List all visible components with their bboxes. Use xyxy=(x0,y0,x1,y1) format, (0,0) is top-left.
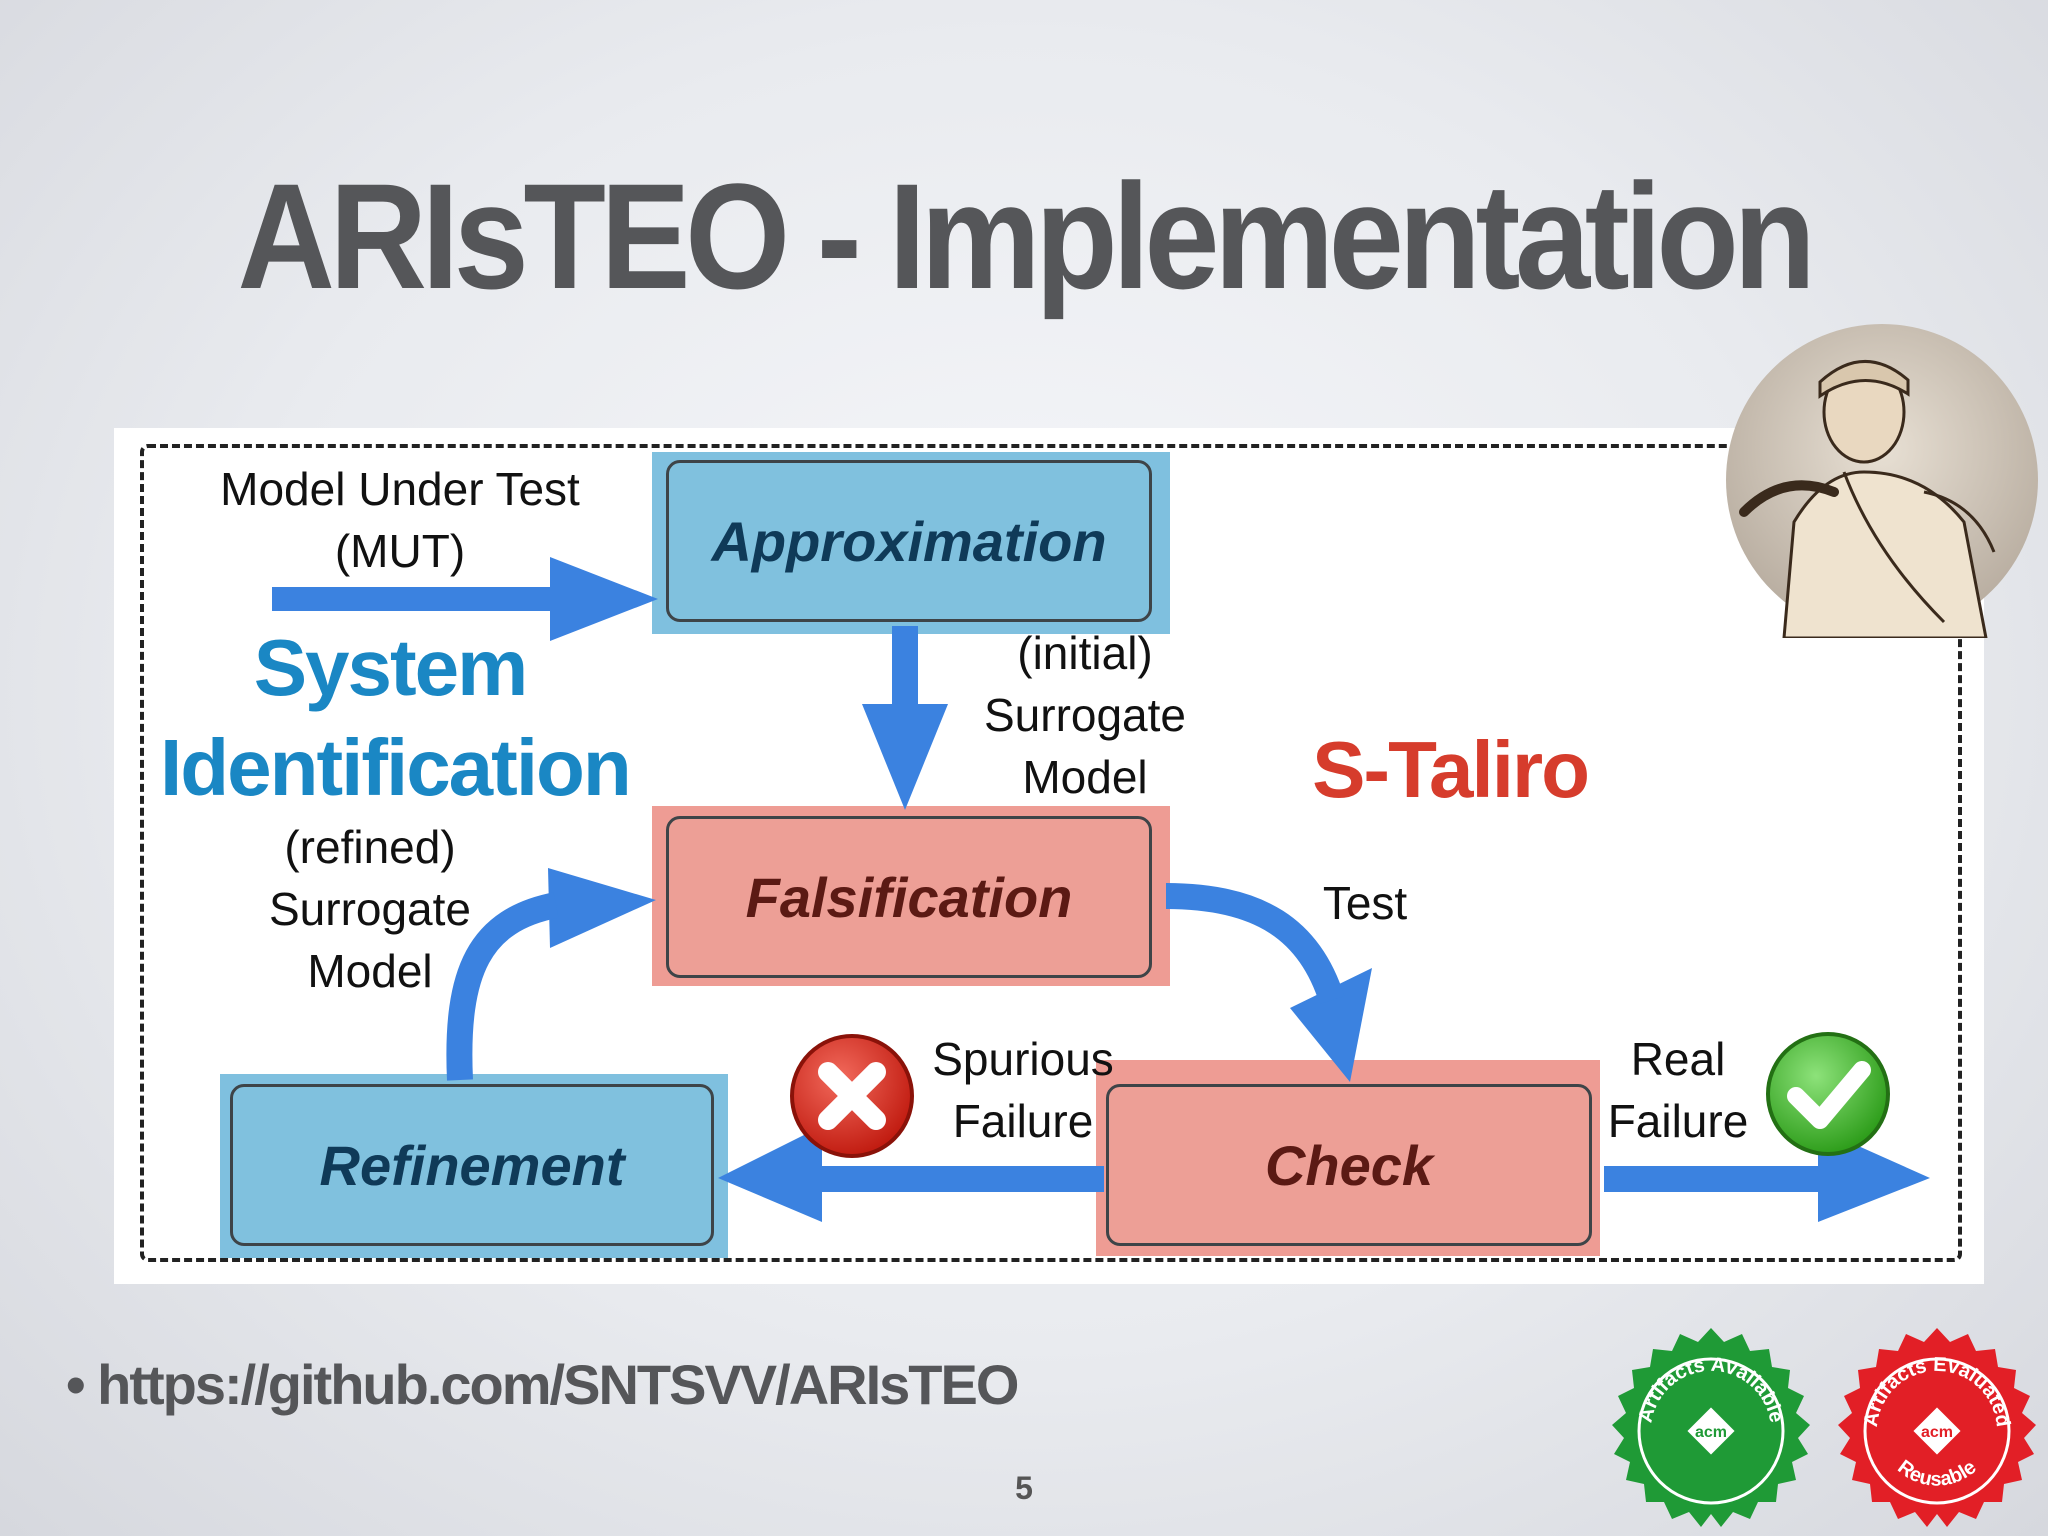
staliro-label: S-Taliro xyxy=(1312,725,1590,814)
system-identification-label: System Identification xyxy=(160,623,632,812)
arrow-mut-to-approximation xyxy=(272,557,658,641)
acm-artifacts-available-badge-icon: Artifacts Available acm xyxy=(1612,1328,1810,1527)
arrow-refinement-head xyxy=(548,868,656,948)
mut-label-line2: (MUT) xyxy=(334,525,466,577)
refined-surrogate-label: (refined) Surrogate Model xyxy=(230,816,510,1002)
mut-label-line1: Model Under Test xyxy=(220,463,580,515)
arrow-check-to-refinement xyxy=(718,1126,1104,1222)
arrow-test-head xyxy=(1290,968,1372,1082)
refinement-box: Refinement xyxy=(230,1084,714,1246)
refinement-label: Refinement xyxy=(319,1133,625,1197)
approximation-box: Approximation xyxy=(666,460,1152,622)
approximation-label: Approximation xyxy=(711,509,1107,573)
refined-surrogate-line1: (refined) xyxy=(284,821,456,873)
badge-evaluated-acm: acm xyxy=(1921,1424,1953,1441)
initial-surrogate-line2: Surrogate xyxy=(983,689,1186,741)
repository-url[interactable]: https://github.com/SNTSVV/ARIsTEO xyxy=(97,1353,1019,1416)
cross-icon xyxy=(790,1034,914,1158)
real-failure-line1: Real xyxy=(1630,1033,1726,1085)
refined-surrogate-line2: Surrogate xyxy=(268,883,471,935)
badge-available-acm: acm xyxy=(1695,1424,1727,1441)
falsification-box: Falsification xyxy=(666,816,1152,978)
real-failure-line2: Failure xyxy=(1607,1095,1749,1147)
arrow-approximation-to-falsification xyxy=(862,626,948,810)
spurious-failure-line2: Failure xyxy=(952,1095,1094,1147)
bullet-icon: • xyxy=(66,1353,98,1416)
real-failure-label: Real Failure xyxy=(1588,1028,1768,1152)
system-identification-line1: System xyxy=(253,623,529,712)
system-identification-line2: Identification xyxy=(160,723,632,812)
mut-label: Model Under Test (MUT) xyxy=(170,458,630,582)
page-number: 5 xyxy=(1015,1470,1033,1506)
check-label: Check xyxy=(1264,1133,1434,1197)
aristaeus-portrait-icon xyxy=(1726,324,2038,638)
refined-surrogate-line3: Model xyxy=(307,945,433,997)
test-label: Test xyxy=(1322,877,1408,929)
initial-surrogate-label: (initial) Surrogate Model xyxy=(940,622,1230,808)
arrow-test-curve xyxy=(1165,883,1345,1005)
diagram-dashed-frame xyxy=(140,444,1962,1262)
acm-artifacts-evaluated-badge-icon: Artifacts Evaluated Reusable acm xyxy=(1838,1328,2036,1527)
checkmark-icon xyxy=(1766,1032,1890,1156)
check-box: Check xyxy=(1106,1084,1592,1246)
slide-title: ARIsTEO - Implementation xyxy=(237,152,1815,320)
initial-surrogate-line1: (initial) xyxy=(1017,627,1153,679)
initial-surrogate-line3: Model xyxy=(1022,751,1148,803)
spurious-failure-label: Spurious Failure xyxy=(908,1028,1138,1152)
spurious-failure-line1: Spurious xyxy=(932,1033,1114,1085)
falsification-label: Falsification xyxy=(745,865,1073,929)
arrow-refinement-curve xyxy=(446,892,559,1081)
repository-link[interactable]: • https://github.com/SNTSVV/ARIsTEO xyxy=(66,1352,1019,1417)
